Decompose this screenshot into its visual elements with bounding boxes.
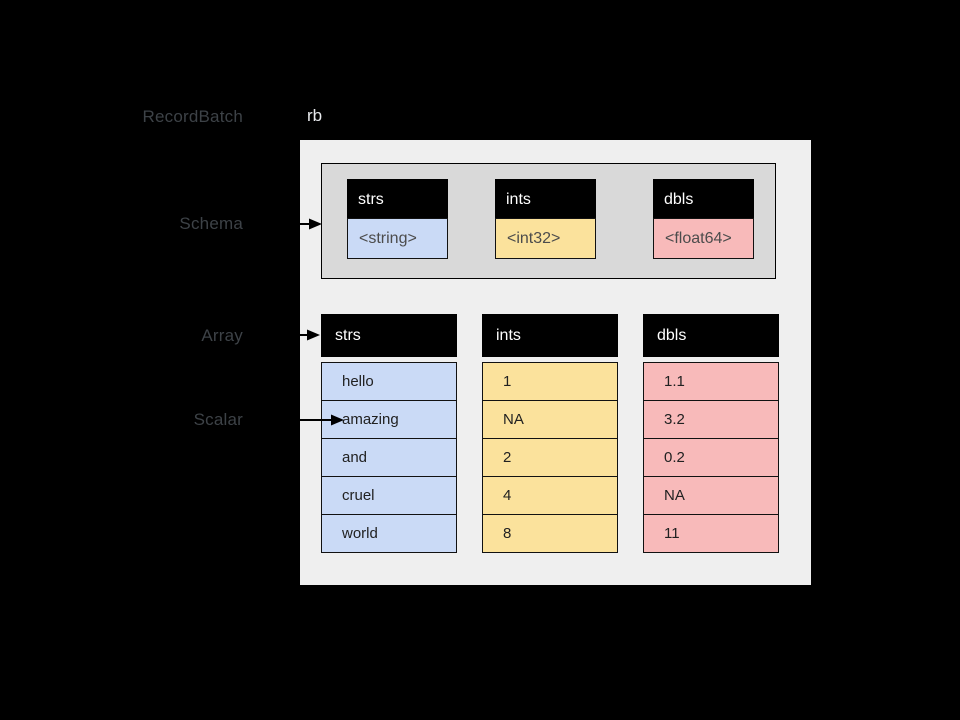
label-array: Array (201, 326, 243, 345)
schema-field-dbls: dbls <float64> (653, 179, 754, 259)
schema-field-type: <float64> (653, 218, 754, 259)
schema-field-strs: strs <string> (347, 179, 448, 259)
array-column-ints: ints 1 NA 2 4 8 (482, 314, 618, 553)
array-cell: hello (321, 362, 457, 401)
array-cell: 1 (482, 362, 618, 401)
schema-field-ints: ints <int32> (495, 179, 596, 259)
array-cell: and (321, 438, 457, 477)
array-cell: 11 (643, 514, 779, 553)
label-rb-instance: rb (307, 106, 323, 125)
array-column-strs: strs hello amazing and cruel world (321, 314, 457, 553)
array-cell: 8 (482, 514, 618, 553)
array-cells: hello amazing and cruel world (321, 362, 457, 553)
array-cell: cruel (321, 476, 457, 515)
array-cell: NA (643, 476, 779, 515)
array-header: ints (482, 314, 618, 357)
label-recordbatch: RecordBatch (142, 107, 243, 126)
array-header: dbls (643, 314, 779, 357)
array-cells: 1 NA 2 4 8 (482, 362, 618, 553)
array-cell: 3.2 (643, 400, 779, 439)
array-cell: amazing (321, 400, 457, 439)
array-cell: 4 (482, 476, 618, 515)
label-schema: Schema (179, 214, 243, 233)
array-cell: world (321, 514, 457, 553)
schema-field-name: dbls (653, 179, 754, 218)
label-scalar: Scalar (193, 410, 243, 429)
array-column-dbls: dbls 1.1 3.2 0.2 NA 11 (643, 314, 779, 553)
array-cell: NA (482, 400, 618, 439)
schema-field-type: <int32> (495, 218, 596, 259)
array-header: strs (321, 314, 457, 357)
array-cell: 0.2 (643, 438, 779, 477)
array-cells: 1.1 3.2 0.2 NA 11 (643, 362, 779, 553)
schema-field-name: ints (495, 179, 596, 218)
array-cell: 2 (482, 438, 618, 477)
schema-field-name: strs (347, 179, 448, 218)
schema-field-type: <string> (347, 218, 448, 259)
array-cell: 1.1 (643, 362, 779, 401)
